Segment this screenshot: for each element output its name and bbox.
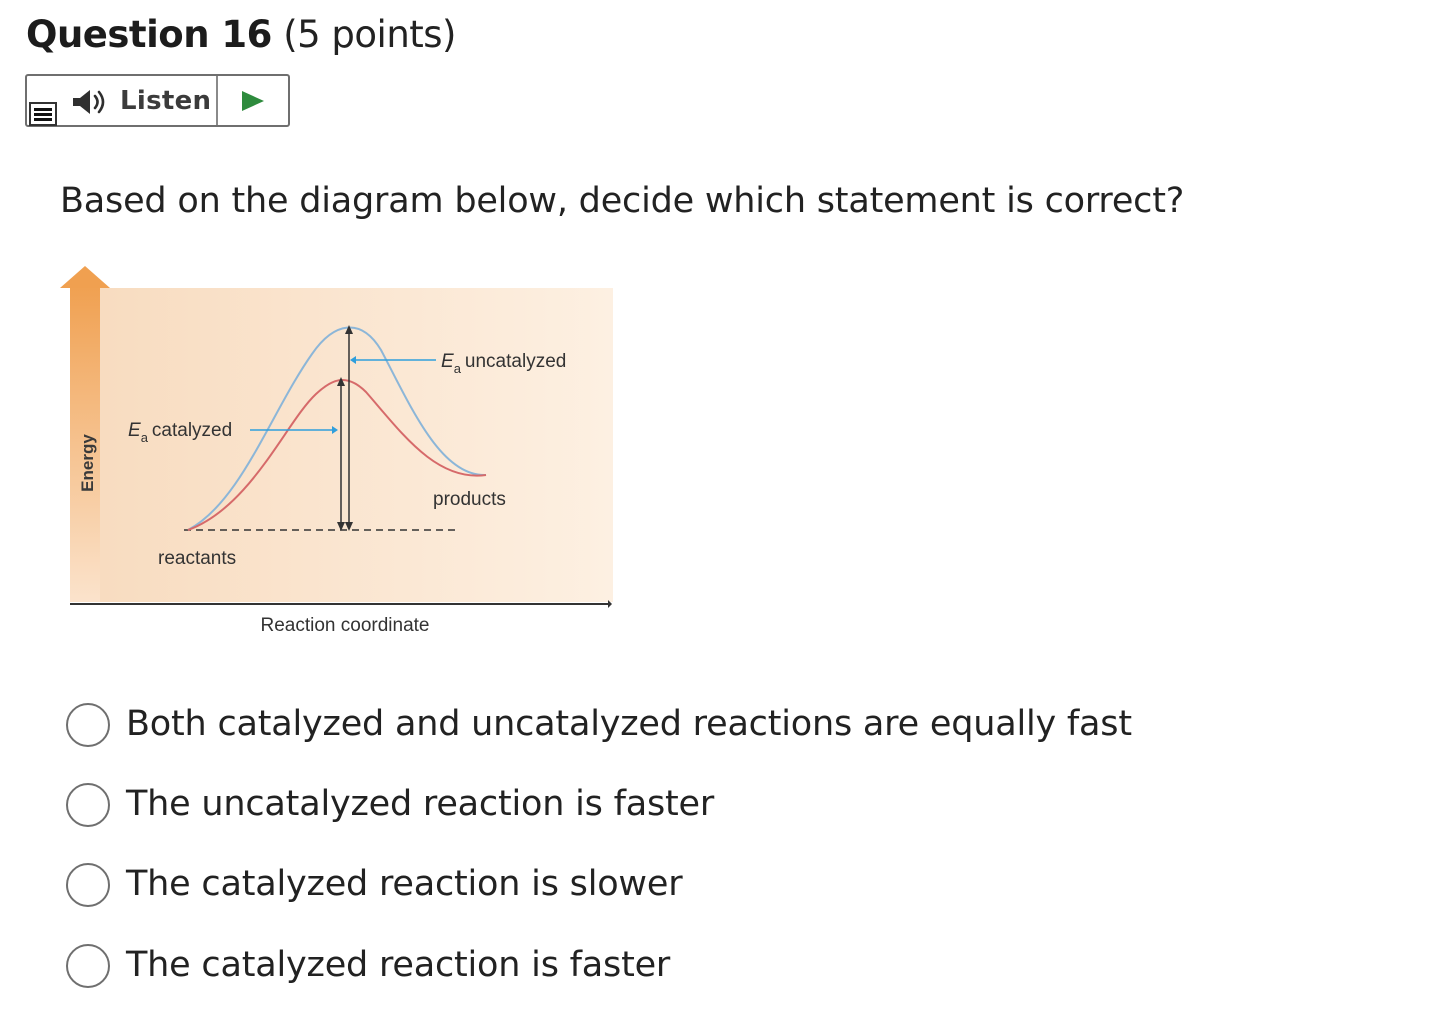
listen-toolbar: Listen: [25, 74, 290, 127]
answer-choice-1[interactable]: Both catalyzed and uncatalyzed reactions…: [64, 698, 1164, 754]
uncatalyzed-curve: [187, 326, 487, 531]
answer-choice-4[interactable]: The catalyzed reaction is faster: [64, 939, 1164, 995]
play-button[interactable]: [218, 76, 288, 125]
listen-button[interactable]: Listen: [71, 76, 217, 125]
choice-label[interactable]: The catalyzed reaction is faster: [126, 945, 671, 985]
toolbar-divider: [216, 76, 218, 125]
reactants-label: reactants: [158, 548, 236, 569]
answer-choice-2[interactable]: The uncatalyzed reaction is faster: [64, 778, 1164, 834]
menu-icon[interactable]: [29, 102, 57, 126]
answer-choice-3[interactable]: The catalyzed reaction is slower: [64, 858, 1164, 914]
radio-button[interactable]: [66, 783, 110, 827]
energy-axis-arrow: [60, 266, 110, 602]
diagram-background: [100, 288, 613, 602]
listen-label: Listen: [120, 86, 212, 116]
ea-catalyzed-text: catalyzed: [152, 420, 232, 441]
question-header: Question 16 (5 points): [26, 12, 456, 58]
x-axis-arrowhead: [608, 600, 612, 608]
question-title: Question 16: [26, 13, 272, 56]
choice-label[interactable]: Both catalyzed and uncatalyzed reactions…: [126, 704, 1132, 744]
ea-uncatalyzed-height-arrow: [345, 325, 353, 531]
ea-uncatalyzed-subscript: a: [454, 361, 462, 376]
question-points: (5 points): [283, 13, 456, 56]
question-prompt: Based on the diagram below, decide which…: [60, 181, 1185, 221]
ea-uncatalyzed-pointer: [350, 356, 436, 364]
radio-button[interactable]: [66, 944, 110, 988]
choice-label[interactable]: The catalyzed reaction is slower: [126, 864, 683, 904]
ea-catalyzed-pointer: [250, 426, 338, 434]
choice-label[interactable]: The uncatalyzed reaction is faster: [126, 784, 715, 824]
ea-catalyzed-subscript: a: [141, 430, 149, 445]
y-axis-label: Energy: [78, 434, 97, 492]
x-axis-label: Reaction coordinate: [261, 615, 430, 636]
products-label: products: [433, 489, 506, 510]
ea-catalyzed-height-arrow: [337, 377, 345, 531]
radio-button[interactable]: [66, 703, 110, 747]
ea-catalyzed-symbol: E: [128, 420, 141, 441]
ea-uncatalyzed-text: uncatalyzed: [465, 351, 566, 372]
ea-uncatalyzed-symbol: E: [441, 351, 454, 372]
catalyzed-curve: [187, 378, 487, 531]
play-icon: [242, 91, 264, 111]
radio-button[interactable]: [66, 863, 110, 907]
speaker-icon: [71, 88, 111, 116]
